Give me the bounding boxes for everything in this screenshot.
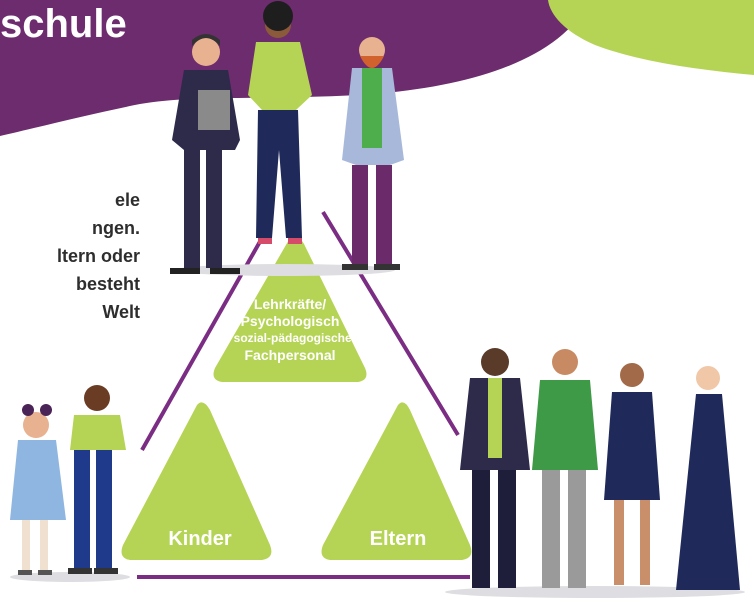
top-label-line: Psychologisch [240, 313, 340, 329]
top-label-line: & sozial-pädagogisches [221, 331, 359, 345]
top-label-line: Fachpersonal [244, 347, 336, 363]
triangle-top [213, 236, 367, 382]
intro-line: ltern oder [56, 246, 140, 266]
triangle-left-label: Kinder [168, 528, 232, 550]
person-teacher-woman-icon [248, 1, 312, 244]
connector-right [321, 210, 460, 437]
intro-line: Welt [102, 302, 140, 322]
person-teacher-bearded-man-icon [342, 37, 404, 270]
person-child-boy-icon [68, 385, 126, 574]
triangle-right-label: Eltern [369, 528, 427, 550]
person-parent-woman-purple-icon [460, 348, 530, 588]
triangle-right [321, 402, 472, 560]
page-title: schule [0, 2, 127, 46]
triangle-top-label: Lehrkräfte/ Psychologisch & sozial-pädag… [210, 296, 370, 364]
top-label-line: Lehrkräfte/ [253, 296, 327, 312]
person-parent-woman-dress-icon [676, 366, 740, 590]
person-parent-woman-navy-icon [604, 363, 660, 585]
person-parent-man-green-icon [532, 349, 598, 588]
intro-text: ele ngen. ltern oder besteht Welt [0, 186, 140, 326]
green-corner-shape [548, 0, 754, 75]
triangle-left [121, 402, 272, 560]
intro-line: besteht [75, 274, 140, 294]
shadow-parents [445, 586, 745, 598]
intro-line: ngen. [92, 218, 140, 238]
intro-line: ele [114, 190, 140, 210]
person-child-girl-icon [10, 404, 66, 575]
person-teacher-man-icon [170, 34, 240, 274]
